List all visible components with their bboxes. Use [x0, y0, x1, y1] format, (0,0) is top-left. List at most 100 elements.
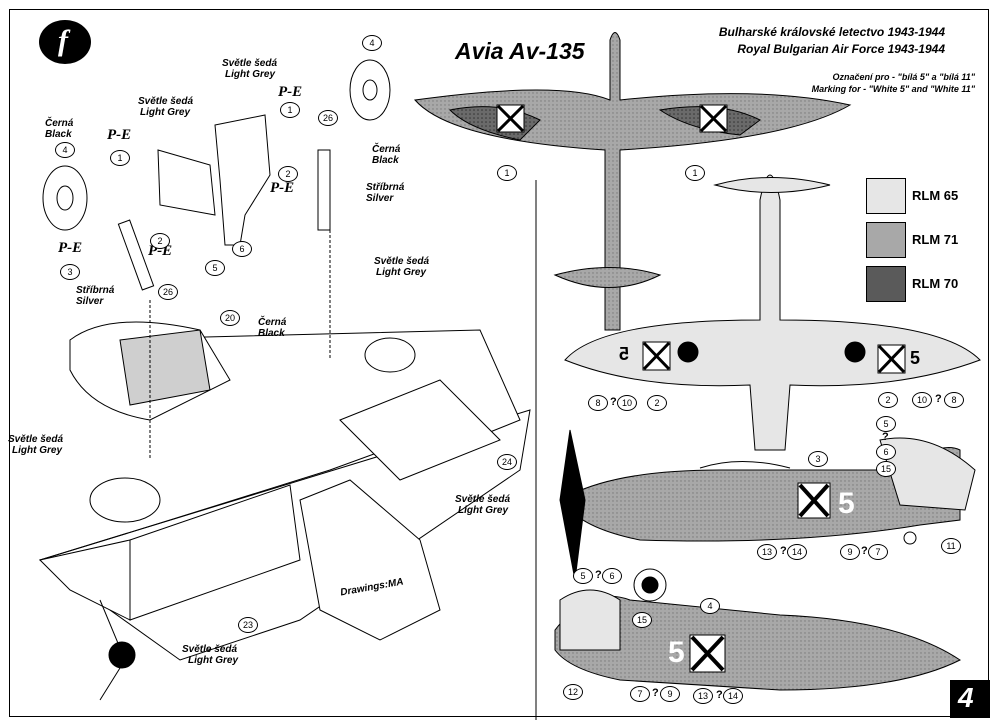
callout-6c: 6 — [602, 568, 622, 584]
callout-4c: 4 — [700, 598, 720, 614]
callout-1: 1 — [110, 150, 130, 166]
subtitle-english: Royal Bulgarian Air Force 1943-1944 — [737, 42, 945, 56]
top-view-aircraft — [414, 32, 852, 331]
label-black-cz-2: Černá — [372, 144, 401, 155]
pe-label-1: P-E — [107, 127, 132, 143]
callout-6b: 6 — [876, 444, 896, 460]
callout-6: 6 — [232, 241, 252, 257]
question-6: ? — [595, 569, 602, 581]
callout-12: 12 — [563, 684, 583, 700]
side-view-aircraft-left — [554, 589, 961, 691]
marking-note-english: Marking for - "White 5" and "White 11" — [811, 84, 975, 94]
label-silver-en-2: Silver — [76, 296, 104, 307]
callout-9b: 9 — [660, 686, 680, 702]
callout-1b: 1 — [280, 102, 300, 118]
label-lightgrey-en-1: Light Grey — [140, 107, 191, 118]
marking-white5-side: 5 — [838, 487, 855, 520]
logo — [39, 20, 91, 64]
callout-5: 5 — [205, 260, 225, 276]
swatch-rlm65 — [866, 178, 906, 214]
label-lightgrey-cz-4: Světle šedá — [8, 434, 64, 445]
label-black-en-2: Black — [372, 155, 399, 166]
label-rlm65: RLM 65 — [912, 188, 959, 203]
callout-7b: 7 — [630, 686, 650, 702]
pe-label-3: P-E — [270, 180, 295, 196]
label-lightgrey-en-5: Light Grey — [458, 505, 509, 516]
logo-letter: f — [58, 24, 68, 57]
callout-26: 26 — [158, 284, 178, 300]
marking-white5-side-2: 5 — [668, 636, 685, 669]
label-lightgrey-cz-3: Světle šedá — [374, 256, 430, 267]
callout-23: 23 — [238, 617, 258, 633]
question-4: ? — [780, 545, 787, 557]
question-8: ? — [716, 689, 723, 701]
callout-24: 24 — [497, 454, 517, 470]
label-rlm71: RLM 71 — [912, 232, 959, 247]
label-lightgrey-cz-2: Světle šedá — [222, 58, 278, 69]
label-black-cz: Černá — [45, 118, 74, 129]
callout-1d: 1 — [685, 165, 705, 181]
question-2: ? — [935, 393, 942, 405]
page-frame — [9, 9, 989, 717]
label-lightgrey-en-4: Light Grey — [12, 445, 63, 456]
subtitle-czech: Bulharské královské letectvo 1943-1944 — [718, 25, 945, 39]
callout-5b: 5 — [876, 416, 896, 432]
callout-8: 8 — [588, 395, 608, 411]
question-7: ? — [652, 687, 659, 699]
label-black-cz-3: Černá — [258, 317, 287, 328]
label-black-en-3: Black — [258, 328, 285, 339]
label-rlm70: RLM 70 — [912, 276, 959, 291]
label-lightgrey-en-2: Light Grey — [225, 69, 276, 80]
callout-14: 14 — [787, 544, 807, 560]
question-5: ? — [861, 545, 868, 557]
callout-2d: 2 — [878, 392, 898, 408]
marking-note-czech: Označení pro - "bílá 5" a "bílá 11" — [832, 72, 975, 82]
page-number-box — [950, 680, 990, 718]
callout-4: 4 — [55, 142, 75, 158]
callout-14b: 14 — [723, 688, 743, 704]
callout-10: 10 — [617, 395, 637, 411]
callout-5c: 5 — [573, 568, 593, 584]
callout-13: 13 — [757, 544, 777, 560]
landing-gear-parts — [42, 59, 391, 291]
wing-exploded-view — [38, 230, 531, 701]
question-1: ? — [610, 396, 617, 408]
label-silver-cz-1: Stříbrná — [366, 182, 405, 193]
callout-11: 11 — [941, 538, 961, 554]
label-lightgrey-cz-1: Světle šedá — [138, 96, 194, 107]
callout-7: 7 — [868, 544, 888, 560]
callout-9: 9 — [840, 544, 860, 560]
bottom-view-aircraft — [535, 174, 981, 720]
callout-15: 15 — [876, 461, 896, 477]
swatch-rlm70 — [866, 266, 906, 302]
callout-3b: 3 — [808, 451, 828, 467]
marking-5-underwing-right: 5 — [910, 348, 921, 368]
callout-20: 20 — [220, 310, 240, 326]
callout-1c: 1 — [497, 165, 517, 181]
callout-4b: 4 — [362, 35, 382, 51]
label-lightgrey-cz-6: Světle šedá — [182, 644, 238, 655]
pe-label-5: P-E — [58, 240, 83, 256]
label-silver-en-1: Silver — [366, 193, 394, 204]
callout-26b: 26 — [318, 110, 338, 126]
swatch-rlm71 — [866, 222, 906, 258]
label-lightgrey-en-3: Light Grey — [376, 267, 427, 278]
callout-3: 3 — [60, 264, 80, 280]
page-title: Avia Av-135 — [455, 38, 585, 64]
callout-2: 2 — [150, 233, 170, 249]
label-lightgrey-cz-5: Světle šedá — [455, 494, 511, 505]
pe-label-2: P-E — [278, 84, 303, 100]
question-3: ? — [882, 431, 889, 443]
callout-2b: 2 — [278, 166, 298, 182]
side-view-aircraft-right — [559, 429, 976, 602]
label-silver-cz-2: Stříbrná — [76, 285, 115, 296]
label-black-en: Black — [45, 129, 72, 140]
page-number: 4 — [958, 682, 974, 713]
callout-8b: 8 — [944, 392, 964, 408]
callout-15b: 15 — [632, 612, 652, 628]
label-lightgrey-en-6: Light Grey — [188, 655, 239, 666]
callout-10b: 10 — [912, 392, 932, 408]
callout-13b: 13 — [693, 688, 713, 704]
marking-5-underwing-left: 5 — [619, 344, 630, 364]
